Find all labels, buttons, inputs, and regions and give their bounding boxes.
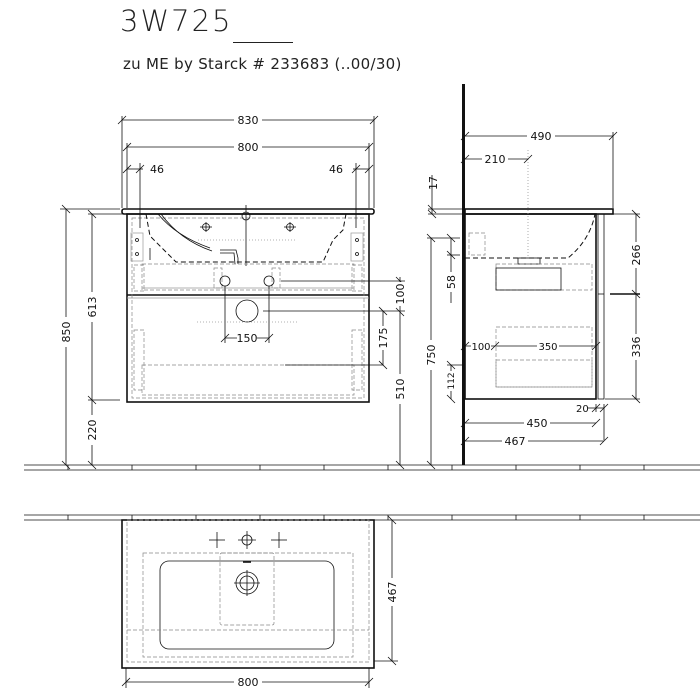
- dim-front-thickness: 20: [576, 404, 589, 415]
- dim-lower-drawer: 336: [630, 337, 643, 358]
- hinge-brackets: [130, 232, 364, 391]
- dim-top-height: 613: [86, 297, 99, 318]
- dim-drain-height: 510: [394, 379, 407, 400]
- tap-hole-top-icons: [209, 531, 287, 549]
- dim-overall-width: 830: [238, 114, 259, 127]
- water-inlet-left: [219, 275, 231, 287]
- dim-mount-height: 750: [425, 345, 438, 366]
- dim-top-width: 800: [238, 676, 259, 689]
- top-view: 800 467: [121, 515, 400, 689]
- front-view: 830 800 46 46 850 613 220: [58, 113, 408, 470]
- dim-bottom-offset: 112: [447, 372, 457, 389]
- model-number: 3W725: [120, 4, 233, 38]
- floor-line-top: [24, 464, 700, 471]
- water-inlet-right: [263, 275, 275, 287]
- dim-inner-offset: 100: [471, 342, 490, 353]
- dim-body-depth: 450: [527, 417, 548, 430]
- tap-hole-icons: [200, 211, 296, 232]
- dim-top-depth: 467: [386, 582, 399, 603]
- dim-depth-top: 490: [531, 130, 552, 143]
- dim-total-depth: 467: [505, 435, 526, 448]
- dim-floor-clearance: 220: [86, 420, 99, 441]
- dim-left-offset: 46: [150, 163, 164, 176]
- dim-siphon-offset: 175: [377, 328, 390, 349]
- drawer-front: [597, 213, 605, 400]
- dim-body-width: 800: [238, 141, 259, 154]
- dim-rail-gap: 58: [445, 275, 458, 289]
- basin-outline: [145, 213, 347, 263]
- dim-tap-spacing: 150: [237, 332, 258, 345]
- dim-total-height: 850: [60, 322, 73, 343]
- dim-inner-depth: 350: [538, 342, 557, 353]
- dim-right-offset: 46: [329, 163, 343, 176]
- dim-tap-distance: 210: [485, 153, 506, 166]
- side-cabinet-body: [464, 213, 597, 400]
- dim-top-thickness: 17: [427, 176, 440, 190]
- title-underline: [233, 42, 293, 43]
- product-subtitle: zu ME by Starck # 233683 (..00/30): [123, 55, 402, 73]
- dim-drain-offset: 100: [394, 284, 407, 305]
- drain-top-icon: [234, 561, 260, 596]
- wall: [462, 84, 465, 465]
- side-view: 490 210 17 266 336 750 58: [423, 84, 644, 470]
- basin-bowl: [159, 560, 335, 650]
- dim-upper-drawer: 266: [630, 245, 643, 266]
- cabinet-body: [126, 213, 370, 403]
- drain-circle: [235, 299, 259, 323]
